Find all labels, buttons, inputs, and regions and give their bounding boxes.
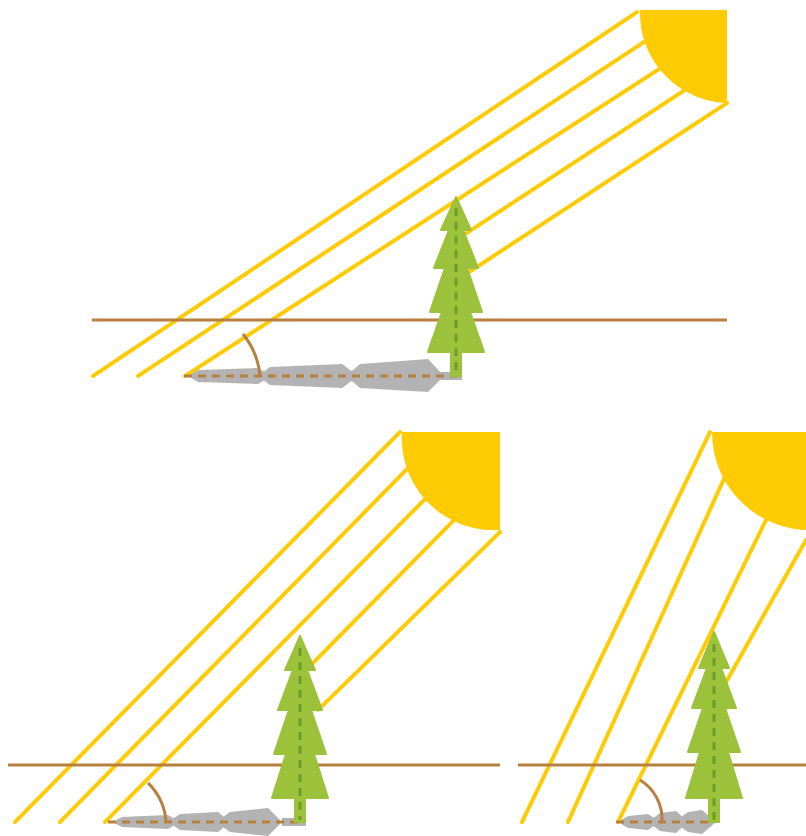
sun-ray bbox=[716, 540, 806, 700]
panel-bottom-left bbox=[8, 432, 500, 836]
tree-icon bbox=[272, 636, 328, 822]
sun-ray bbox=[185, 62, 670, 376]
sun-icon bbox=[402, 432, 500, 530]
sun-ray bbox=[105, 492, 432, 822]
tree-icon bbox=[428, 197, 484, 376]
sun-icon bbox=[712, 432, 806, 530]
tree-icon bbox=[686, 632, 742, 822]
sun-ray bbox=[318, 532, 500, 710]
sun-ray bbox=[463, 103, 727, 276]
panel-top bbox=[92, 10, 727, 392]
sun-ray bbox=[138, 38, 650, 376]
panel-bottom-right bbox=[518, 432, 806, 834]
sun-ray bbox=[60, 464, 412, 822]
